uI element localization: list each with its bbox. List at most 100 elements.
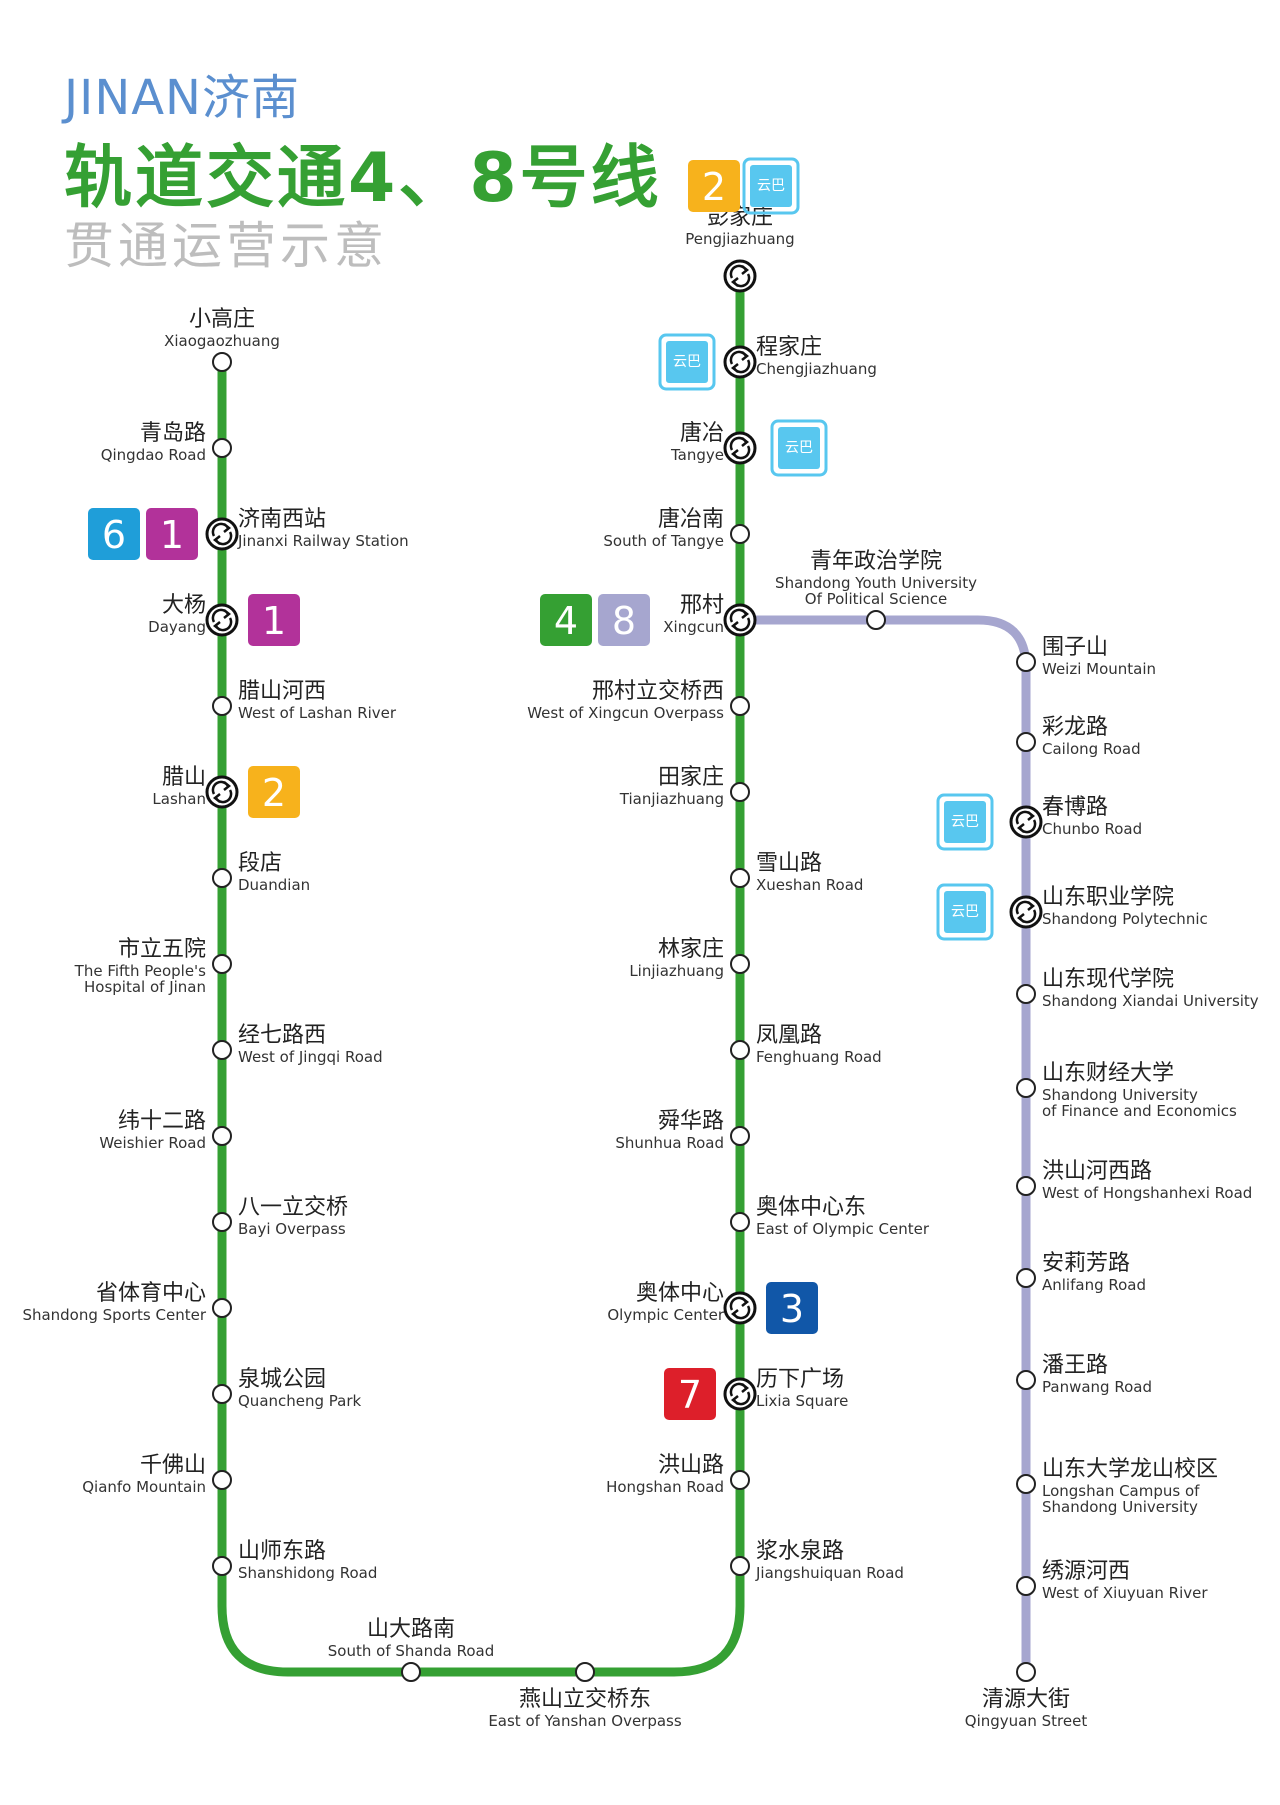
line8-station-10-marker[interactable] (1016, 1474, 1036, 1494)
line8-station-4-transfer-icon (1009, 895, 1043, 929)
line4-station-14-marker[interactable] (212, 1556, 232, 1576)
line4-station-29-name-cn: 唐冶南 (658, 507, 724, 532)
line4-station-26-marker[interactable] (730, 782, 750, 802)
line4-station-22-marker[interactable] (730, 1126, 750, 1146)
line4-station-30-badge-0: 云巴 (770, 419, 828, 477)
line4-station-4-name-en: West of Lashan River (238, 704, 397, 722)
line4-station-18-marker[interactable] (730, 1470, 750, 1490)
line4-station-9-name-cn: 纬十二路 (118, 1109, 206, 1134)
line4-station-12-name-cn: 泉城公园 (238, 1367, 326, 1392)
line4-station-24-marker[interactable] (730, 954, 750, 974)
line4-station-18-name-en: Hongshan Road (606, 1478, 724, 1496)
line4-station-32-name-en: Pengjiazhuang (685, 230, 794, 248)
line4-station-15-name-en: South of Shanda Road (328, 1642, 494, 1660)
svg-text:2: 2 (262, 771, 286, 815)
svg-text:7: 7 (678, 1373, 702, 1417)
line4-station-8-name-en: West of Jingqi Road (238, 1048, 383, 1066)
line4-station-3-name-en: Dayang (148, 618, 206, 636)
line8-station-5-marker[interactable] (1016, 984, 1036, 1004)
line4-station-28-badge-0: 4 (540, 594, 592, 646)
line4-station-6-name-en: Duandian (238, 876, 310, 894)
line4-station-12-marker[interactable] (212, 1384, 232, 1404)
line4-station-28-transfer-icon (723, 603, 757, 637)
svg-text:云巴: 云巴 (673, 354, 701, 370)
line4-station-16-marker[interactable] (575, 1662, 595, 1682)
line8-station-5-name-cn: 山东现代学院 (1042, 967, 1174, 992)
line4-station-7-name-en: The Fifth People's (74, 962, 207, 980)
line4-station-11-marker[interactable] (212, 1298, 232, 1318)
line8-station-8-marker[interactable] (1016, 1268, 1036, 1288)
line4-station-27-marker[interactable] (730, 696, 750, 716)
line4-station-14-name-en: Shanshidong Road (238, 1564, 377, 1582)
line4-station-11-name-cn: 省体育中心 (96, 1281, 206, 1306)
line4-station-29-name-en: South of Tangye (603, 532, 724, 550)
line8-station-6-marker[interactable] (1016, 1078, 1036, 1098)
line8-station-7-name-cn: 洪山河西路 (1042, 1159, 1152, 1184)
line8-station-2-marker[interactable] (1016, 732, 1036, 752)
line4-track (217, 272, 745, 1677)
line8-station-0-name-en: Shandong Youth University (775, 574, 977, 592)
line4-station-29-marker[interactable] (730, 524, 750, 544)
line4-station-27-name-cn: 邢村立交桥西 (592, 679, 724, 704)
line4-station-7-marker[interactable] (212, 954, 232, 974)
svg-text:4: 4 (554, 599, 578, 643)
line4-station-23-name-en: Fenghuang Road (756, 1048, 882, 1066)
line4-station-23-name-cn: 凤凰路 (756, 1023, 822, 1048)
line4-station-31-name-cn: 程家庄 (756, 335, 822, 360)
line4-station-31-badge-0: 云巴 (658, 333, 716, 391)
line8-station-4-name-cn: 山东职业学院 (1042, 885, 1174, 910)
line8-station-3-name-cn: 春博路 (1042, 795, 1108, 820)
line8-station-12-marker[interactable] (1016, 1662, 1036, 1682)
svg-text:8: 8 (612, 599, 636, 643)
line4-station-1-name-en: Qingdao Road (101, 446, 206, 464)
line8-station-3-transfer-icon (1009, 805, 1043, 839)
line8-station-11-name-en: West of Xiuyuan River (1042, 1584, 1208, 1602)
line4-station-30-transfer-icon (723, 431, 757, 465)
line4-station-9-marker[interactable] (212, 1126, 232, 1146)
line8-station-8-name-en: Anlifang Road (1042, 1276, 1146, 1294)
line4-station-14-name-cn: 山师东路 (238, 1539, 326, 1564)
line8-station-4-badge-0: 云巴 (936, 883, 994, 941)
svg-text:云巴: 云巴 (951, 814, 979, 830)
line4-station-25-marker[interactable] (730, 868, 750, 888)
line8-station-1-marker[interactable] (1016, 652, 1036, 672)
line4-station-8-marker[interactable] (212, 1040, 232, 1060)
line4-station-3-transfer-icon (205, 603, 239, 637)
line8-station-10-name-en: Longshan Campus of (1042, 1482, 1200, 1500)
line4-station-13-name-cn: 千佛山 (140, 1453, 206, 1478)
line8-station-0-marker[interactable] (866, 610, 886, 630)
line4-station-25-name-en: Xueshan Road (756, 876, 863, 894)
line4-station-26-name-en: Tianjiazhuang (619, 790, 724, 808)
line8-station-11-marker[interactable] (1016, 1576, 1036, 1596)
line4-station-2-name-cn: 济南西站 (238, 507, 326, 532)
line4-station-1-marker[interactable] (212, 438, 232, 458)
line4-station-17-marker[interactable] (730, 1556, 750, 1576)
line4-station-4-marker[interactable] (212, 696, 232, 716)
line8-station-9-marker[interactable] (1016, 1370, 1036, 1390)
line4-station-0-marker[interactable] (212, 352, 232, 372)
line8-station-10-name-en: Shandong University (1042, 1498, 1198, 1516)
line4-station-21-marker[interactable] (730, 1212, 750, 1232)
line4-station-5-name-en: Lashan (152, 790, 206, 808)
line4-station-15-marker[interactable] (401, 1662, 421, 1682)
line4-station-10-marker[interactable] (212, 1212, 232, 1232)
line4-station-6-marker[interactable] (212, 868, 232, 888)
line4-station-9-name-en: Weishier Road (99, 1134, 206, 1152)
svg-text:1: 1 (262, 599, 286, 643)
line4-station-22-name-cn: 舜华路 (658, 1109, 724, 1134)
line4-station-24-name-en: Linjiazhuang (629, 962, 724, 980)
map-title: 轨道交通4、8号线 (64, 139, 662, 218)
line4-station-11-name-en: Shandong Sports Center (22, 1306, 206, 1324)
line4-station-4-name-cn: 腊山河西 (238, 679, 326, 704)
line8-station-7-marker[interactable] (1016, 1176, 1036, 1196)
line4-station-13-name-en: Qianfo Mountain (82, 1478, 206, 1496)
line4-station-8-name-cn: 经七路西 (238, 1023, 326, 1048)
line8-station-9-name-cn: 潘王路 (1042, 1353, 1108, 1378)
svg-text:1: 1 (160, 513, 184, 557)
line4-station-13-marker[interactable] (212, 1470, 232, 1490)
line4-station-31-name-en: Chengjiazhuang (756, 360, 877, 378)
svg-text:云巴: 云巴 (785, 440, 813, 456)
line4-station-32-badge-0: 2 (688, 160, 740, 212)
svg-text:云巴: 云巴 (757, 178, 785, 194)
line4-station-23-marker[interactable] (730, 1040, 750, 1060)
